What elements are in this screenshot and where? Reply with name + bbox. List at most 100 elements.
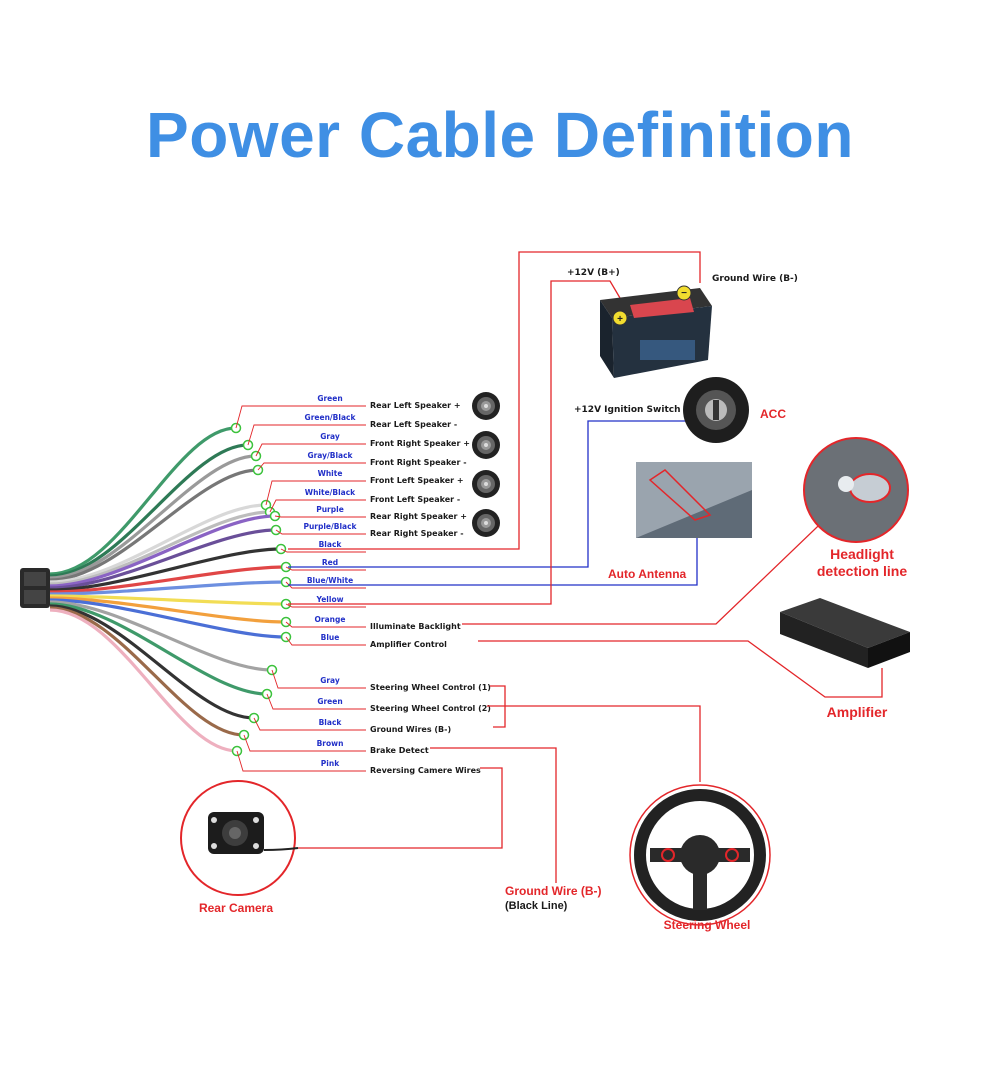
amplifier-icon (780, 598, 910, 668)
wire-color-label: Blue (321, 633, 340, 642)
wire-leader-line (243, 734, 366, 752)
wire (49, 454, 257, 580)
wire-color-label: Pink (321, 759, 340, 768)
connector-plug (20, 568, 50, 608)
wire-color-label: Yellow (315, 595, 343, 604)
wire-leader-line (285, 581, 366, 589)
ground-to-battery-line (288, 251, 701, 550)
speaker-icon (472, 431, 500, 459)
wire (49, 503, 267, 584)
wire-function-label: Front Left Speaker - (370, 495, 460, 504)
svg-text:−: − (681, 288, 687, 299)
battery-plus-label: +12V (B+) (567, 268, 620, 278)
wire-function-label: Rear Right Speaker + (370, 512, 467, 521)
speaker-icon (472, 392, 500, 420)
wire (49, 596, 287, 624)
headlight-icon (803, 437, 909, 543)
wire-leader-line (271, 669, 366, 689)
wire-color-label: Red (322, 558, 338, 567)
acc-label: ACC (760, 407, 786, 421)
wire-function-label: Front Right Speaker + (370, 439, 470, 448)
wire-leader-line (285, 603, 366, 608)
antenna-line (288, 515, 698, 586)
wire-leader-line (235, 405, 366, 429)
wire-color-label: White/Black (305, 488, 356, 497)
wire-leader-line (266, 693, 366, 710)
wire (49, 606, 245, 737)
wire (49, 547, 282, 592)
wire-leader-line (274, 515, 366, 518)
wire (49, 600, 273, 672)
wire-leader-line (236, 750, 366, 772)
wire (49, 443, 249, 578)
rear-camera-label: Rear Camera (199, 901, 273, 915)
headlight-line (462, 504, 841, 625)
wire-color-label: Gray/Black (307, 451, 353, 460)
wire (49, 528, 277, 590)
wire-function-label: Rear Left Speaker + (370, 401, 461, 410)
wire-color-label: Black (319, 718, 343, 727)
amplifier-line (478, 640, 883, 698)
battery-ground-label: Ground Wire (B-) (712, 274, 798, 284)
wire-leader-line (285, 621, 366, 628)
wire-function-label: Rear Right Speaker - (370, 529, 464, 538)
wire-leader-line (275, 529, 366, 535)
speaker-icon (472, 470, 500, 498)
wire-color-label: White (318, 469, 343, 478)
wire-function-label: Amplifier Control (370, 640, 447, 649)
ignition-switch-icon (683, 377, 749, 443)
wire-color-label: Orange (315, 615, 346, 624)
wire (49, 565, 287, 594)
auto-antenna-label: Auto Antenna (608, 567, 687, 581)
ignition-line (288, 420, 706, 568)
wire-function-label: Brake Detect (370, 746, 429, 755)
auto-antenna-image (636, 462, 752, 538)
ground-callout-line (430, 747, 557, 883)
wire-color-label: Green (317, 394, 342, 403)
wire (49, 608, 238, 753)
wire-color-label: Green/Black (305, 413, 357, 422)
ground-callout-line2: (Black Line) (505, 900, 568, 912)
wire-leader-line (280, 548, 366, 553)
wire (49, 514, 276, 588)
ignition-label: +12V Ignition Switch (574, 405, 680, 415)
battery-plus-line (288, 280, 621, 605)
wire-function-label: Reversing Camere Wires (370, 766, 481, 775)
wire-function-label: Rear Left Speaker - (370, 420, 457, 429)
wire-function-label: Steering Wheel Control (1) (370, 683, 491, 692)
wire-color-label: Gray (320, 432, 340, 441)
wire-function-label: Front Right Speaker - (370, 458, 467, 467)
svg-text:+: + (617, 314, 623, 325)
wire-color-label: Brown (317, 739, 344, 748)
wire-color-label: Blue/White (307, 576, 353, 585)
ground-callout-line1: Ground Wire (B-) (505, 884, 602, 898)
wire (49, 602, 268, 696)
wire (49, 598, 287, 639)
wire-function-label: Illuminate Backlight (370, 622, 461, 631)
headlight-label-line1: Headlight (830, 546, 894, 562)
wire-color-label: Purple/Black (303, 522, 357, 531)
speaker-icon (472, 509, 500, 537)
wire-leader-line (265, 480, 366, 506)
rear-camera-icon (180, 780, 299, 896)
battery-icon: + − (600, 285, 712, 378)
wire-bundle (49, 422, 292, 757)
camera-line (298, 767, 503, 849)
page-title: Power Cable Definition (146, 99, 854, 171)
wire-function-label: Front Left Speaker + (370, 476, 464, 485)
wire-color-label: Green (317, 697, 342, 706)
wire-leader-line (247, 424, 366, 446)
wire (49, 426, 237, 576)
wire (49, 580, 287, 596)
headlight-label-line2: detection line (817, 563, 907, 579)
wire-leader-line (285, 636, 366, 646)
wire-function-label: Ground Wires (B-) (370, 725, 451, 734)
wire-leader-line (269, 499, 366, 513)
steering-wheel-label: Steering Wheel (664, 918, 751, 932)
wire-leader-line (257, 462, 366, 471)
wire (49, 594, 287, 606)
wire-color-label: Purple (316, 505, 344, 514)
